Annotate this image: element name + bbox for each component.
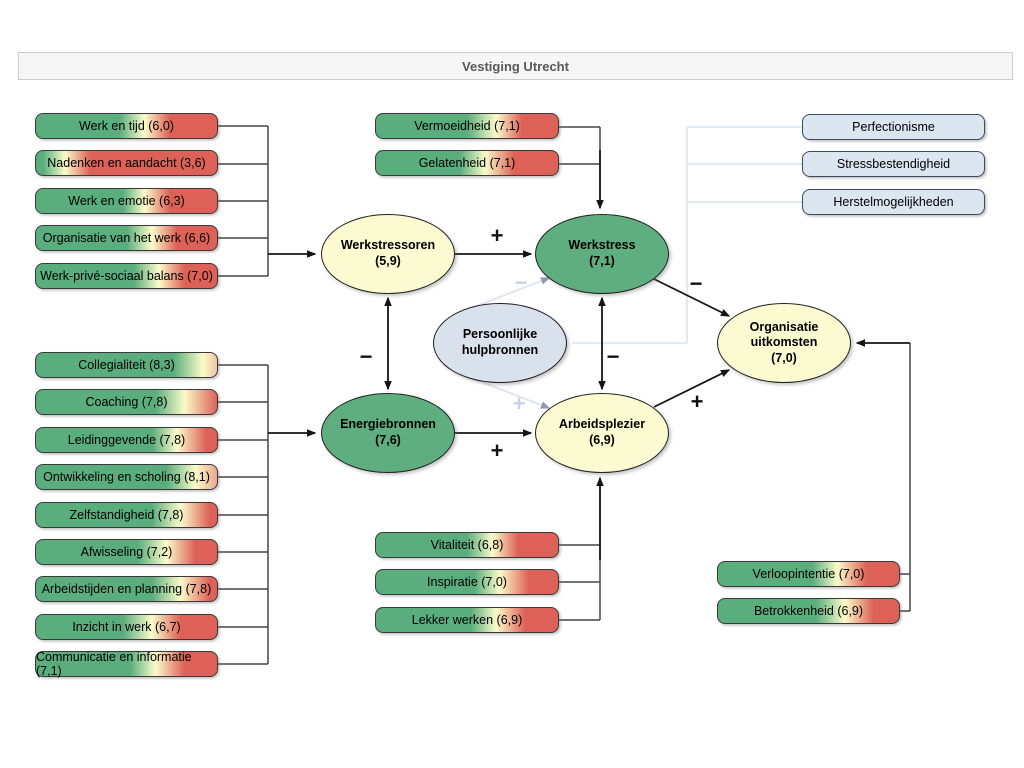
- indicator-label: Coaching (7,8): [85, 395, 168, 410]
- connector-stressor-indicators: [218, 125, 269, 277]
- node-werkstressoren: Werkstressoren (5,9): [321, 214, 455, 294]
- indicator-label: Collegialiteit (8,3): [78, 358, 175, 372]
- indicator-box: Arbeidstijden en planning (7,8): [35, 576, 218, 603]
- indicator-label: Zelfstandigheid (7,8): [69, 507, 184, 522]
- group-organisatie-uitkomsten-indicatoren: Verloopintentie (7,0) Betrokkenheid (6,9): [717, 561, 900, 625]
- indicator-box: Organisatie van het werk (6,6): [35, 225, 218, 252]
- node-score: (7,0): [771, 350, 797, 365]
- group-werkstress-indicatoren: Vermoeidheid (7,1) Gelatenheid (7,1): [375, 113, 559, 177]
- relation-sign-arbeidsplezier-uitkomsten: +: [690, 389, 704, 414]
- indicator-box: Werk en tijd (6,0): [35, 113, 218, 139]
- indicator-box: Collegialiteit (8,3): [35, 352, 218, 378]
- connector-outcome-indicators: [900, 343, 911, 612]
- relation-sign-werkstressoren-werkstress: +: [490, 223, 504, 248]
- indicator-box: Vermoeidheid (7,1): [375, 113, 559, 139]
- indicator-label: Nadenken en aandacht (3,6): [47, 156, 206, 171]
- connector-arbeidsplezier-indicators: [559, 480, 601, 621]
- indicator-box: Ontwikkeling en scholing (8,1): [35, 464, 218, 491]
- node-arbeidsplezier: Arbeidsplezier (6,9): [535, 393, 669, 473]
- indicator-box: Afwisseling (7,2): [35, 538, 218, 565]
- page-title: Vestiging Utrecht: [462, 58, 569, 74]
- indicator-box: Inzicht in werk (6,7): [35, 613, 218, 640]
- node-label: Werkstress: [568, 238, 636, 253]
- indicator-label: Leidinggevende (7,8): [67, 432, 186, 447]
- moderator-box: Herstelmogelijkheden: [802, 188, 985, 215]
- indicator-box: Verloopintentie (7,0): [717, 561, 900, 587]
- indicator-box: Coaching (7,8): [35, 389, 218, 416]
- indicator-label: Inzicht in werk (6,7): [72, 619, 181, 634]
- group-arbeidsplezier-indicatoren: Vitaliteit (6,8) Inspiratie (7,0) Lekker w…: [375, 532, 559, 633]
- indicator-label: Verloopintentie (7,0): [752, 567, 865, 581]
- indicator-box: Betrokkenheid (6,9): [717, 598, 900, 625]
- indicator-box: Lekker werken (6,9): [375, 606, 559, 633]
- connector-energy-sources: [218, 364, 269, 665]
- node-score: (6,9): [589, 433, 615, 447]
- indicator-box: Gelatenheid (7,1): [375, 150, 559, 177]
- connector-werkstress-indicators: [559, 126, 601, 205]
- node-werkstress: Werkstress (7,1): [535, 214, 669, 294]
- indicator-box: Nadenken en aandacht (3,6): [35, 150, 218, 177]
- indicator-box: Leidinggevende (7,8): [35, 426, 218, 453]
- node-label: Werkstressoren: [340, 238, 436, 253]
- indicator-label: Ontwikkeling en scholing (8,1): [43, 470, 210, 485]
- node-label: Arbeidsplezier: [558, 417, 646, 432]
- indicator-box: Werk-privé-sociaal balans (7,0): [35, 262, 218, 289]
- moderator-box: Perfectionisme: [802, 114, 985, 140]
- indicator-label: Inspiratie (7,0): [427, 575, 507, 590]
- indicator-label: Vermoeidheid (7,1): [414, 119, 520, 133]
- indicator-label: Communicatie en informatie (7,1): [36, 650, 192, 679]
- title-bar: Vestiging Utrecht: [18, 52, 1013, 80]
- indicator-box: Communicatie en informatie (7,1): [35, 650, 218, 679]
- relation-sign-hulpbronnen-werkstress: −: [514, 270, 528, 295]
- node-score: (5,9): [375, 254, 401, 268]
- indicator-label: Betrokkenheid (6,9): [753, 604, 864, 619]
- indicator-label: Organisatie van het werk (6,6): [42, 231, 211, 246]
- indicator-box: Vitaliteit (6,8): [375, 532, 559, 558]
- indicator-label: Vitaliteit (6,8): [430, 538, 504, 552]
- node-label: Energiebronnen: [340, 417, 436, 432]
- node-persoonlijke-hulpbronnen: Persoonlijke hulpbronnen: [433, 303, 567, 383]
- node-score: (7,1): [589, 254, 615, 268]
- relation-sign-werkstress-arbeidsplezier: −: [606, 344, 620, 369]
- indicator-label: Werk en tijd (6,0): [79, 119, 174, 133]
- node-label: Organisatie uitkomsten: [749, 319, 819, 350]
- node-energiebronnen: Energiebronnen (7,6): [321, 393, 455, 473]
- indicator-label: Werk-privé-sociaal balans (7,0): [40, 268, 213, 283]
- indicator-box: Zelfstandigheid (7,8): [35, 501, 218, 528]
- relation-sign-energiebronnen-arbeidsplezier: +: [490, 438, 504, 463]
- node-label: Persoonlijke hulpbronnen: [461, 327, 539, 357]
- node-score: (7,6): [375, 433, 401, 447]
- node-organisatie-uitkomsten: Organisatie uitkomsten (7,0): [717, 303, 851, 383]
- moderator-box: Stressbestendigheid: [802, 151, 985, 178]
- group-energiebronnen-indicatoren: Collegialiteit (8,3) Coaching (7,8) Leidin…: [35, 352, 218, 679]
- indicator-label: Werk en emotie (6,3): [68, 193, 185, 208]
- indicator-label: Herstelmogelijkheden: [833, 194, 954, 209]
- group-werkstressoren-indicatoren: Werk en tijd (6,0) Nadenken en aandacht (…: [35, 113, 218, 289]
- indicator-label: Stressbestendigheid: [836, 157, 951, 172]
- indicator-label: Afwisseling (7,2): [80, 544, 173, 559]
- relation-sign-hulpbronnen-arbeidsplezier: +: [512, 391, 526, 416]
- relation-sign-werkstress-uitkomsten: −: [689, 271, 703, 296]
- relation-sign-energiebronnen-werkstressoren: −: [359, 344, 373, 369]
- indicator-box: Inspiratie (7,0): [375, 569, 559, 596]
- indicator-label: Lekker werken (6,9): [411, 612, 523, 627]
- indicator-label: Perfectionisme: [852, 120, 935, 134]
- indicator-box: Werk en emotie (6,3): [35, 187, 218, 214]
- indicator-label: Gelatenheid (7,1): [418, 156, 516, 171]
- indicator-label: Arbeidstijden en planning (7,8): [41, 582, 212, 597]
